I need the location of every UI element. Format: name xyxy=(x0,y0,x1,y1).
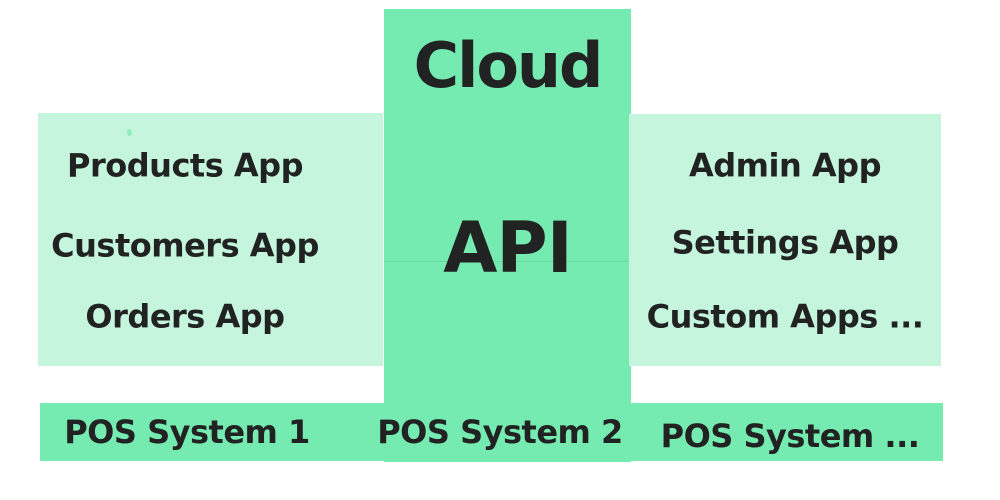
app-item-customers: Customers App xyxy=(51,226,319,265)
app-item-custom-apps: Custom Apps ... xyxy=(646,297,924,336)
pos-system-1-label: POS System 1 xyxy=(64,413,310,451)
right-apps-panel: Admin App Settings App Custom Apps ... xyxy=(629,114,941,366)
app-item-settings: Settings App xyxy=(671,223,899,262)
stray-dot-artifact xyxy=(127,129,132,136)
column-divider xyxy=(384,261,631,262)
cloud-api-column: Cloud API xyxy=(384,9,631,462)
app-item-products: Products App xyxy=(67,146,303,185)
pos-system-2-label: POS System 2 xyxy=(377,413,623,451)
pos-systems-bar: POS System 1 POS System 2 POS System ... xyxy=(40,403,943,461)
app-item-orders: Orders App xyxy=(85,297,285,336)
pos-system-more-label: POS System ... xyxy=(660,417,920,455)
left-apps-panel: Products App Customers App Orders App xyxy=(38,113,383,366)
app-item-admin: Admin App xyxy=(689,146,881,185)
api-label: API xyxy=(443,207,573,289)
cloud-title: Cloud xyxy=(413,29,604,102)
